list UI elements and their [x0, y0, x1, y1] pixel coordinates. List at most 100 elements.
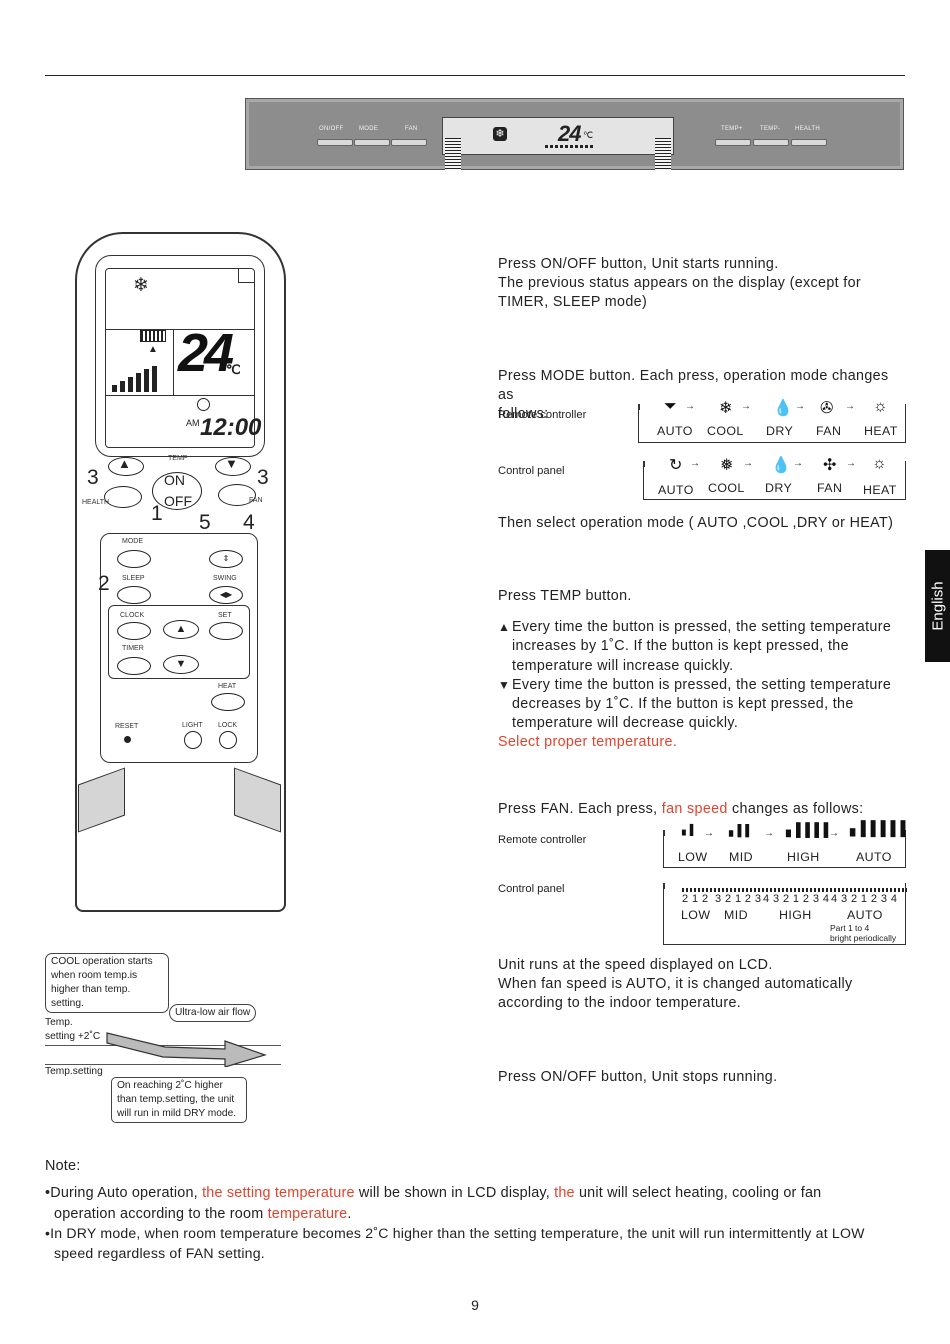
fan-remote-sequence: ▖▌ → ▖▌▌ → ▖▌▌▌▌ → ▖▌▌▌▌▌ LOW MID HIGH A… [663, 820, 910, 868]
remote-lock-button[interactable] [219, 731, 237, 749]
remote-louver-icon [140, 330, 166, 342]
remote-person-icon: ▲ [148, 344, 158, 355]
temp-down-arrow-icon: ▼ [225, 456, 238, 471]
dry-mode-icon: 💧 [773, 400, 793, 417]
language-side-tab: English [925, 550, 950, 662]
remote-fan-button[interactable] [218, 484, 256, 506]
step-off-text: Press ON/OFF button, Unit stops running. [498, 1069, 778, 1085]
remote-temp-label: TEMP [168, 455, 188, 462]
remote-health-label: HEALTH [82, 499, 110, 506]
remote-temperature: 24 [178, 323, 234, 383]
remote-am: AM [186, 418, 200, 428]
panel-mode-button[interactable] [354, 139, 390, 146]
step-number-1: 1 [151, 502, 163, 525]
select-temperature-note: Select proper temperature. [498, 734, 678, 751]
remote-time-up-button[interactable]: ▲ [163, 620, 199, 639]
remote-light-button[interactable] [184, 731, 202, 749]
remote-lower-panel [100, 533, 258, 763]
panel-onoff-label: ON/OFF [319, 126, 344, 132]
panel-mode-label-heat: HEAT [863, 483, 897, 497]
top-rule [45, 75, 905, 76]
panel-fan-label: FAN [405, 126, 418, 132]
step-number-2: 2 [98, 572, 110, 595]
panel-health-button[interactable] [791, 139, 827, 146]
note-title: Note: [45, 1158, 81, 1174]
remote-mode-button[interactable] [117, 550, 151, 568]
fan-panel-label: Control panel [498, 883, 565, 895]
panel-cool-mode-icon: ❅ [720, 457, 734, 474]
panel-temp-plus-button[interactable] [715, 139, 751, 146]
panel-mode-label-auto: AUTO [658, 483, 694, 497]
fan-after-text: Unit runs at the speed displayed on LCD.… [498, 957, 853, 1012]
temp-plus-label-1: Temp. [45, 1017, 73, 1028]
fan-label-high: HIGH [787, 850, 820, 864]
mode-remote-sequence: ⏷ → ❄ → 💧 → ✇ → ☼ AUTO COOL DRY FAN HEAT [638, 398, 906, 443]
mode-label-dry: DRY [766, 424, 794, 438]
panel-lcd: ❄ 24 ℃ [442, 117, 674, 170]
step-mode-text: Press MODE button. Each press, operation… [498, 368, 889, 423]
remote-lock-label: LOCK [218, 722, 238, 729]
mode-label-cool: COOL [707, 424, 744, 438]
remote-clock: 12:00 [200, 414, 262, 441]
bullet-icon: • [45, 1185, 51, 1201]
remote-lcd [105, 268, 255, 448]
remote-temp-up-button[interactable] [108, 457, 144, 476]
remote-clock-button[interactable] [117, 622, 151, 640]
mode-remote-label: Remote controller [498, 409, 587, 421]
panel-mode-label-dry: DRY [765, 481, 793, 495]
remote-reset-label: RESET [115, 723, 139, 730]
right-grill-icon [655, 138, 671, 170]
remote-health-button[interactable] [104, 486, 142, 508]
temp-setting-line [45, 1064, 281, 1065]
remote-heat-button[interactable] [211, 693, 245, 711]
panel-mode-label-cool: COOL [708, 481, 745, 495]
remote-onoff-button[interactable] [152, 472, 202, 510]
heat-mode-icon: ☼ [873, 398, 888, 415]
fan-high-bars-icon: ▖▌▌▌▌ [786, 822, 833, 837]
ultra-low-callout: Ultra-low air flow [169, 1004, 257, 1022]
remote-reset-button[interactable] [124, 736, 131, 743]
control-panel-illustration: ON/OFF MODE FAN ❄ 24 ℃ TEMP+ TEMP- HEALT… [245, 98, 904, 170]
remote-fan-label: FAN [249, 497, 263, 504]
panel-mode-label: MODE [359, 126, 379, 132]
panel-fan-button[interactable] [391, 139, 427, 146]
fan-label-low: LOW [678, 850, 708, 864]
auto-mode-icon: ⏷ [664, 398, 677, 415]
fan-auto-bars-icon: ▖▌▌▌▌▌ [850, 820, 911, 836]
remote-clock-icon [197, 398, 210, 411]
fan-panel-label-mid: MID [724, 908, 748, 922]
fan-label-mid: MID [729, 850, 753, 864]
remote-set-button[interactable] [209, 622, 243, 640]
fan-panel-label-auto: AUTO [847, 908, 883, 922]
remote-sleep-button[interactable] [117, 586, 151, 604]
remote-temp-down-button[interactable] [215, 457, 251, 476]
fan-panel-digits-low: 2 1 2 [682, 893, 709, 905]
bullet-icon: • [45, 1225, 51, 1241]
panel-dry-mode-icon: 💧 [771, 457, 791, 474]
fan-remote-label: Remote controller [498, 834, 587, 846]
remote-light-label: LIGHT [182, 722, 203, 729]
step-number-3-right: 3 [257, 466, 269, 489]
air-flow-arrow-icon [106, 1032, 267, 1067]
panel-auto-mode-icon: ↻ [669, 457, 683, 474]
temp-up-arrow-icon: ▲ [118, 456, 131, 471]
remote-timer-button[interactable] [117, 657, 151, 675]
panel-onoff-button[interactable] [317, 139, 353, 146]
fan-panel-label-high: HIGH [779, 908, 812, 922]
panel-temperature-unit: ℃ [583, 130, 594, 140]
fan-panel-digits-auto: 4 3 2 1 2 3 4 [831, 893, 898, 905]
temp-setting-label: Temp.setting [45, 1066, 103, 1077]
remote-updown-swing-button[interactable]: ⇕ [209, 550, 243, 568]
fan-low-bars-icon: ▖▌ [682, 825, 697, 836]
panel-temp-minus-button[interactable] [753, 139, 789, 146]
fan-panel-label-low: LOW [681, 908, 711, 922]
note-bullet-1: •During Auto operation, the setting temp… [45, 1185, 822, 1222]
fan-label-auto: AUTO [856, 850, 892, 864]
panel-temp-plus-label: TEMP+ [721, 126, 743, 132]
remote-swing-button[interactable]: ◀▶ [209, 586, 243, 604]
remote-time-down-button[interactable]: ▼ [163, 655, 199, 674]
fan-panel-sequence: 2 1 2 3 2 1 2 3 4 3 2 1 2 3 4 4 3 2 1 2 … [663, 883, 907, 945]
remote-off-label: OFF [164, 493, 192, 509]
remote-fan-bars-icon [112, 366, 162, 392]
temp-plus-line [45, 1045, 281, 1046]
